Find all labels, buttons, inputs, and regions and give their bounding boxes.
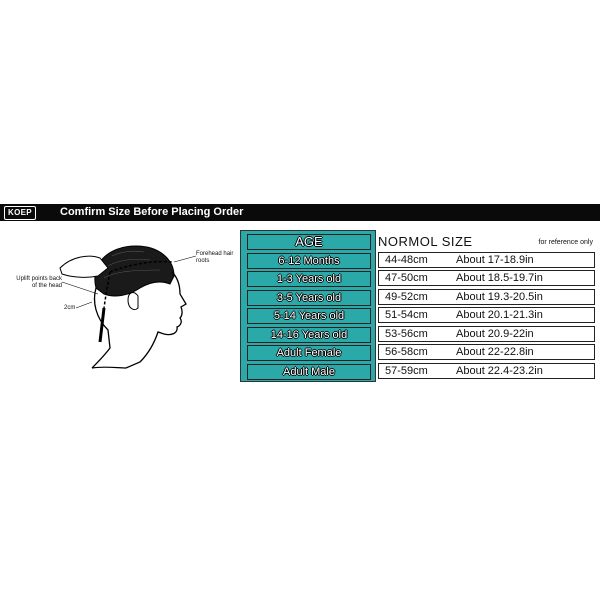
size-cm: 57-59cm	[385, 365, 428, 377]
size-header: NORMOL SIZE for reference only	[378, 233, 595, 250]
size-inch: About 22-22.8in	[456, 346, 534, 358]
age-cell: Adult Male	[247, 364, 371, 380]
size-inch: About 17-18.9in	[456, 254, 534, 266]
size-column: NORMOL SIZE for reference only 44-48cm A…	[376, 230, 597, 382]
head-illustration	[59, 245, 197, 369]
size-inch: About 20.9-22in	[456, 328, 534, 340]
size-cm: 51-54cm	[385, 309, 428, 321]
size-inch: About 19.3-20.5in	[456, 291, 543, 303]
forehead-label: Forehead hair roots	[196, 251, 234, 264]
size-inch: About 22.4-23.2in	[456, 365, 543, 377]
size-cm: 53-56cm	[385, 328, 428, 340]
size-cm: 44-48cm	[385, 254, 428, 266]
measure-label: 2cm	[64, 305, 76, 311]
age-cell: 1-3 Years old	[247, 271, 371, 287]
size-chart-table: AGE 6-12 Months 1-3 Years old 3-5 Years …	[240, 230, 597, 382]
uplift-label: Uplift points back of the head	[16, 276, 62, 289]
age-cell: 14-16 Years old	[247, 327, 371, 343]
size-cm: 47-50cm	[385, 272, 428, 284]
age-cell: 5-14 Years old	[247, 308, 371, 324]
table-row: 56-58cm About 22-22.8in	[378, 344, 595, 360]
age-header: AGE	[247, 234, 371, 250]
title-banner: KOEP Comfirm Size Before Placing Order	[0, 204, 600, 221]
table-row: 53-56cm About 20.9-22in	[378, 326, 595, 342]
size-inch: About 18.5-19.7in	[456, 272, 543, 284]
brand-logo: KOEP	[4, 206, 36, 220]
size-cm: 56-58cm	[385, 346, 428, 358]
size-inch: About 20.1-21.3in	[456, 309, 543, 321]
head-measurement-diagram: Forehead hair roots Uplift points back o…	[0, 238, 240, 380]
size-cm: 49-52cm	[385, 291, 428, 303]
table-row: 49-52cm About 19.3-20.5in	[378, 289, 595, 305]
age-cell: 6-12 Months	[247, 253, 371, 269]
age-cell: 3-5 Years old	[247, 290, 371, 306]
size-header-title: NORMOL SIZE	[378, 234, 473, 249]
table-row: 51-54cm About 20.1-21.3in	[378, 307, 595, 323]
table-row: 44-48cm About 17-18.9in	[378, 252, 595, 268]
table-row: 57-59cm About 22.4-23.2in	[378, 363, 595, 379]
size-header-note: for reference only	[538, 239, 593, 246]
age-column: AGE 6-12 Months 1-3 Years old 3-5 Years …	[240, 230, 376, 382]
table-row: 47-50cm About 18.5-19.7in	[378, 270, 595, 286]
banner-title: Comfirm Size Before Placing Order	[60, 206, 244, 218]
age-cell: Adult Female	[247, 345, 371, 361]
